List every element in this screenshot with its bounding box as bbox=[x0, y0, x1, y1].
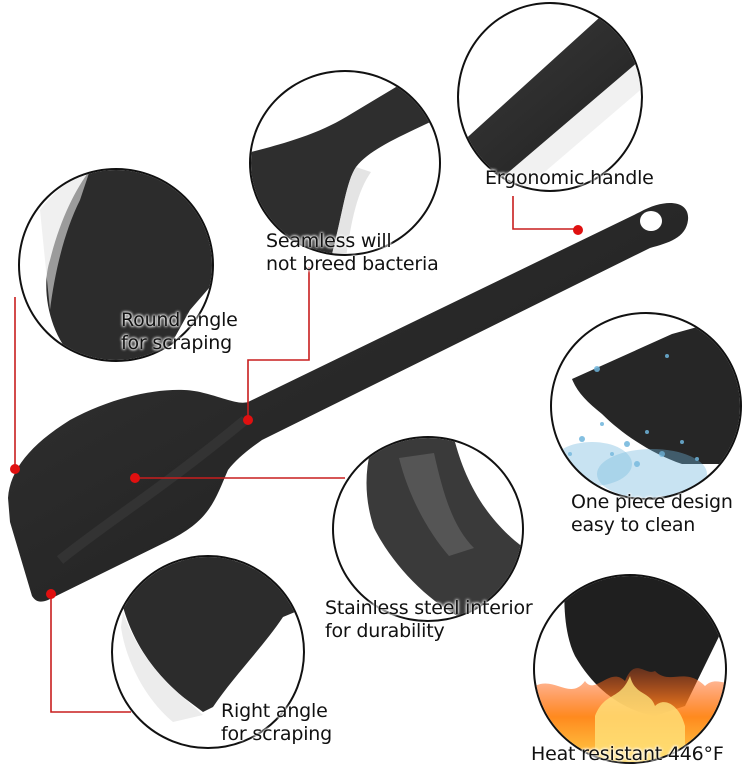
label-line-1: Round angle bbox=[121, 309, 238, 331]
label-line-2: not breed bacteria bbox=[266, 253, 439, 275]
callout-dot-neck bbox=[243, 415, 253, 425]
detail-circle-seamless bbox=[249, 70, 441, 256]
detail-circle-ergonomic-handle bbox=[457, 2, 643, 192]
label-right-angle: Right angle for scraping bbox=[221, 700, 332, 746]
handle-closeup-image bbox=[459, 18, 641, 190]
round-corner-closeup-image bbox=[40, 170, 212, 360]
callout-dot-interior bbox=[130, 473, 140, 483]
label-line-2: for scraping bbox=[221, 723, 333, 745]
right-corner-closeup-image bbox=[121, 557, 303, 722]
label-line-1: Seamless will bbox=[266, 230, 392, 252]
label-line-1: Heat resistant 446°F bbox=[531, 743, 724, 765]
label-ergonomic-handle: Ergonomic handle bbox=[485, 167, 654, 190]
callout-dot-round-angle bbox=[10, 464, 20, 474]
interior-closeup-image bbox=[366, 438, 522, 620]
label-line-1: One piece design bbox=[571, 491, 733, 513]
detail-circle-heat-resistant bbox=[533, 574, 727, 764]
label-one-piece: One piece design easy to clean bbox=[571, 491, 733, 537]
callout-dot-handle bbox=[573, 225, 583, 235]
neck-closeup-image bbox=[251, 72, 439, 254]
label-line-2: easy to clean bbox=[571, 514, 696, 536]
label-line-2: for durability bbox=[325, 620, 445, 642]
spatula-image bbox=[8, 202, 689, 602]
label-line-1: Ergonomic handle bbox=[485, 167, 654, 189]
label-seamless: Seamless will not breed bacteria bbox=[266, 230, 439, 276]
label-line-1: Right angle bbox=[221, 700, 328, 722]
detail-circle-stainless-steel bbox=[332, 436, 524, 622]
label-heat-resistant: Heat resistant 446°F bbox=[531, 743, 724, 766]
detail-circle-round-angle bbox=[18, 168, 214, 362]
callout-dots bbox=[10, 225, 583, 599]
callout-lines bbox=[14, 196, 578, 713]
label-round-angle: Round angle for scraping bbox=[121, 309, 238, 355]
label-line-2: for scraping bbox=[121, 332, 233, 354]
flame-closeup-image bbox=[535, 576, 725, 762]
hang-hole bbox=[640, 211, 662, 231]
callout-dot-right-angle bbox=[46, 589, 56, 599]
label-stainless-steel: Stainless steel interior for durability bbox=[325, 597, 533, 643]
label-line-1: Stainless steel interior bbox=[325, 597, 533, 619]
detail-circle-right-angle bbox=[111, 555, 305, 749]
